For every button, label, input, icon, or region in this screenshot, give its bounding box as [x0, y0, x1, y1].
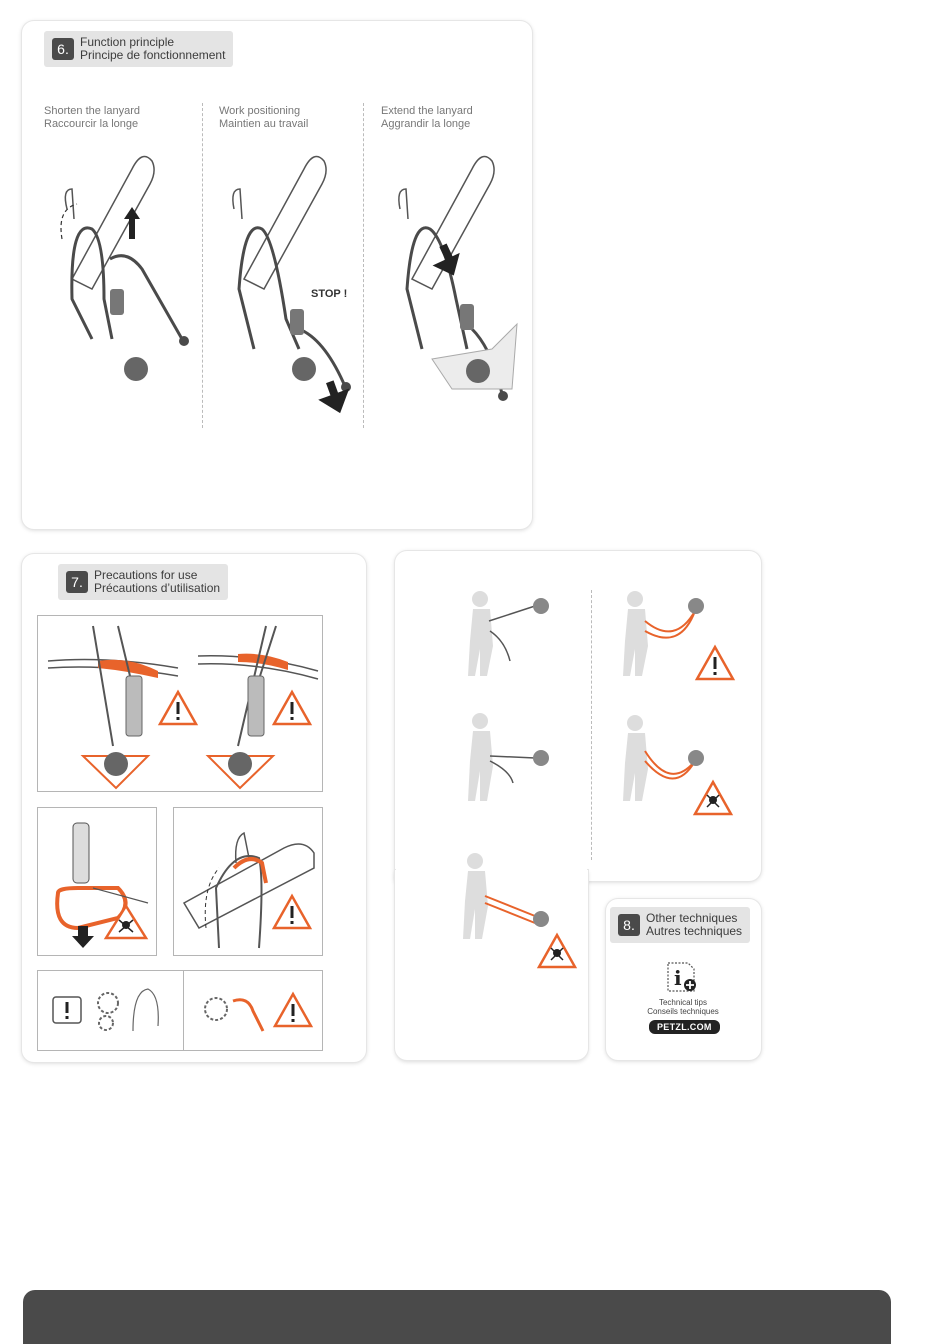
precaution-branch-box: [37, 615, 323, 792]
section-8-title-en: Other techniques: [646, 911, 738, 925]
section-6-title-en: Function principle: [80, 35, 175, 49]
info-plus-icon: i: [667, 962, 696, 992]
step-1-caption: Shorten the lanyard Raccourcir la longe: [44, 105, 140, 131]
figure-danger-1: [623, 715, 734, 816]
function-principle-panel: 6. Function principle Principe de foncti…: [22, 21, 532, 529]
figure-warning-1: [623, 591, 736, 681]
precaution-friction-box: [173, 807, 323, 956]
technical-tips-text: Technical tips Conseils techniques: [636, 998, 730, 1016]
info-warning-icon: [52, 996, 82, 1024]
step-2-fr: Maintien au travail: [219, 118, 309, 130]
step-2-en: Work positioning: [219, 105, 301, 117]
petzl-link[interactable]: PETZL.COM: [649, 1020, 720, 1034]
section-7-number: 7.: [66, 571, 88, 593]
gear-icon: [97, 992, 119, 1014]
section-8-number: 8.: [618, 914, 640, 936]
arrow-down-icon: [432, 243, 460, 276]
warning-icon: [271, 689, 313, 726]
usage-figures-illustration: [463, 591, 736, 969]
friction-warning-illustration: [182, 831, 315, 949]
precaution-mechanism-box: [37, 970, 323, 1051]
precaution-carabiner-box: [37, 807, 157, 956]
section-8-title-fr: Autres techniques: [646, 924, 743, 938]
step-3-caption: Extend the lanyard Aggrandir la longe: [381, 105, 473, 131]
section-7-title-en: Precautions for use: [94, 568, 198, 582]
technical-tips-fr: Conseils techniques: [647, 1007, 719, 1016]
step-1-en: Shorten the lanyard: [44, 105, 141, 117]
arrow-down-icon: [318, 380, 350, 414]
figure-ok-1: [468, 591, 549, 676]
work-positioning-illustration: STOP !: [232, 155, 351, 414]
section-7-header: 7. Precautions for use Précautions d’uti…: [58, 564, 229, 600]
precautions-panel: 7. Precautions for use Précautions d’uti…: [22, 554, 366, 1062]
shorten-lanyard-illustration: [60, 155, 189, 381]
arrow-up-icon: [124, 207, 140, 239]
step-3-en: Extend the lanyard: [381, 105, 473, 117]
warning-icon: [157, 689, 199, 726]
svg-text:i: i: [674, 966, 682, 990]
step-1-fr: Raccourcir la longe: [44, 118, 139, 130]
carabiner-danger-illustration: [55, 822, 149, 948]
danger-skull-icon: [103, 903, 149, 940]
step-2-caption: Work positioning Maintien au travail: [219, 105, 308, 131]
section-8-header: 8. Other techniques Autres techniques: [610, 907, 751, 943]
stop-label: STOP !: [311, 288, 347, 300]
warning-icon: [271, 893, 313, 930]
danger-skull-icon: [692, 779, 734, 816]
page-footer-bar: [23, 1290, 891, 1344]
mechanism-divider: [183, 971, 184, 1050]
usage-figures-joiner: [396, 860, 587, 885]
figure-ok-2: [468, 713, 549, 801]
arrow-down-icon: [72, 926, 94, 948]
other-techniques-panel: 8. Other techniques Autres techniques i …: [606, 899, 761, 1060]
section-7-title-fr: Précautions d’utilisation: [94, 581, 221, 595]
step-3-fr: Aggrandir la longe: [381, 118, 471, 130]
step-divider-2: [363, 103, 364, 428]
mechanism-hazard-illustration: [52, 988, 314, 1032]
extend-lanyard-illustration: [398, 155, 518, 401]
gear-icon: [98, 1015, 114, 1031]
section-6-header: 6. Function principle Principe de foncti…: [44, 31, 234, 67]
figure-danger-2: [463, 853, 578, 969]
warning-icon: [272, 991, 314, 1028]
danger-skull-icon: [536, 932, 578, 969]
technical-tips-en: Technical tips: [658, 998, 708, 1007]
section-6-title-fr: Principe de fonctionnement: [80, 48, 226, 62]
gear-icon: [204, 997, 228, 1021]
step-divider-1: [202, 103, 203, 428]
branch-load-illustration: [47, 625, 319, 790]
warning-icon: [694, 644, 736, 681]
figures-divider: [591, 590, 592, 860]
section-6-number: 6.: [52, 38, 74, 60]
